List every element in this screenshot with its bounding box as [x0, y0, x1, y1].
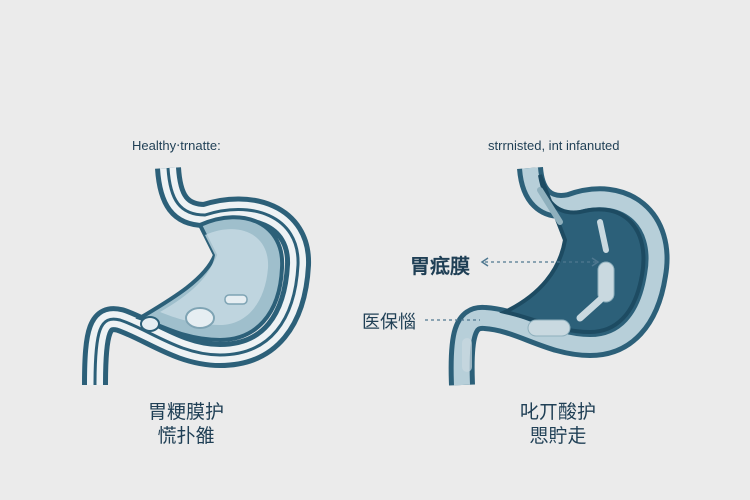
left-caption: 胃粳膜护 慌扑雒 [148, 400, 224, 448]
healthy-stomach [82, 166, 311, 386]
right-caption-line1: 叱丌酸护 [520, 401, 597, 423]
inflamed-stomach [425, 166, 670, 386]
arrow-right-icon [591, 257, 600, 267]
left-panel-title: Healthy‧trnatte: [132, 138, 221, 153]
left-caption-line2: 慌扑雒 [157, 425, 215, 447]
right-panel-title: strrnisted, int infanuted [488, 138, 620, 153]
right-caption: 叱丌酸护 愳貯走 [520, 400, 596, 448]
annotation-top: 胃疷膜 [410, 254, 470, 278]
right-caption-line2: 愳貯走 [529, 425, 587, 447]
arrow-left-icon [480, 257, 489, 267]
annotation-bottom: 医保惱 [362, 312, 416, 333]
left-caption-line1: 胃粳膜护 [148, 401, 225, 423]
